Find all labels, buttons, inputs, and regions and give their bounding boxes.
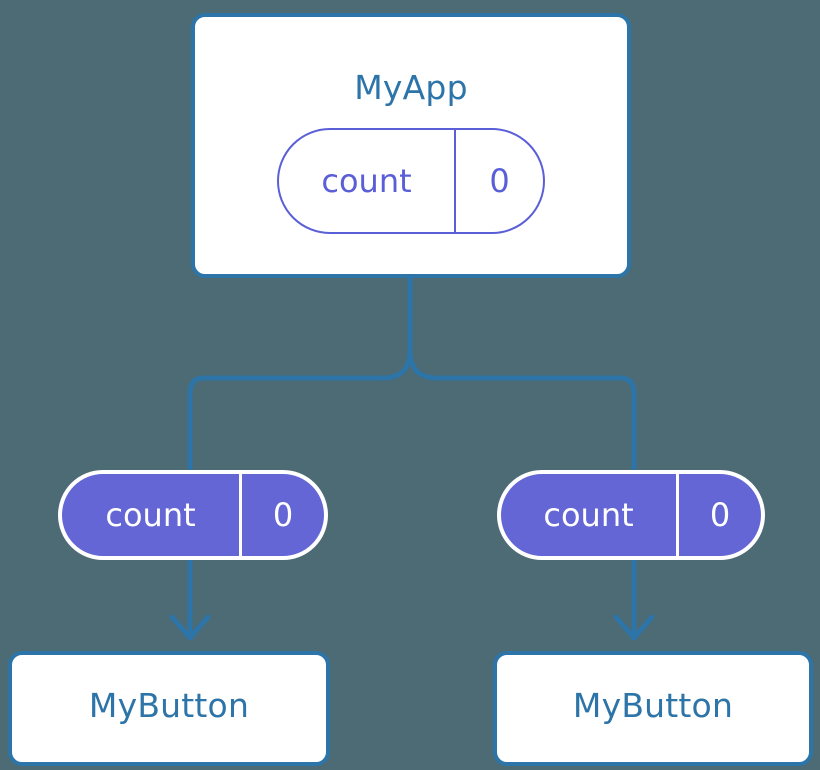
arrow-head-right (613, 614, 655, 641)
props-value-label-right: 0 (676, 474, 761, 556)
component-box-mybutton-right[interactable]: MyButton (493, 651, 813, 766)
props-pill-right[interactable]: count 0 (497, 470, 765, 560)
branch-line-right (407, 349, 637, 470)
branch-line-left (187, 349, 413, 470)
props-value-label-left: 0 (239, 474, 324, 556)
state-key-label: count (321, 162, 412, 200)
arrow-head-left (169, 614, 211, 641)
state-value-label: 0 (454, 130, 543, 232)
component-title-myapp: MyApp (354, 68, 468, 107)
state-pill-myapp[interactable]: count 0 (277, 128, 545, 234)
props-key-label-right: count (543, 496, 634, 534)
component-box-mybutton-left[interactable]: MyButton (8, 651, 330, 766)
component-title-mybutton-left: MyButton (88, 686, 250, 725)
props-key-label-left: count (105, 496, 196, 534)
props-pill-left[interactable]: count 0 (58, 470, 328, 560)
component-title-mybutton-right: MyButton (572, 686, 734, 725)
